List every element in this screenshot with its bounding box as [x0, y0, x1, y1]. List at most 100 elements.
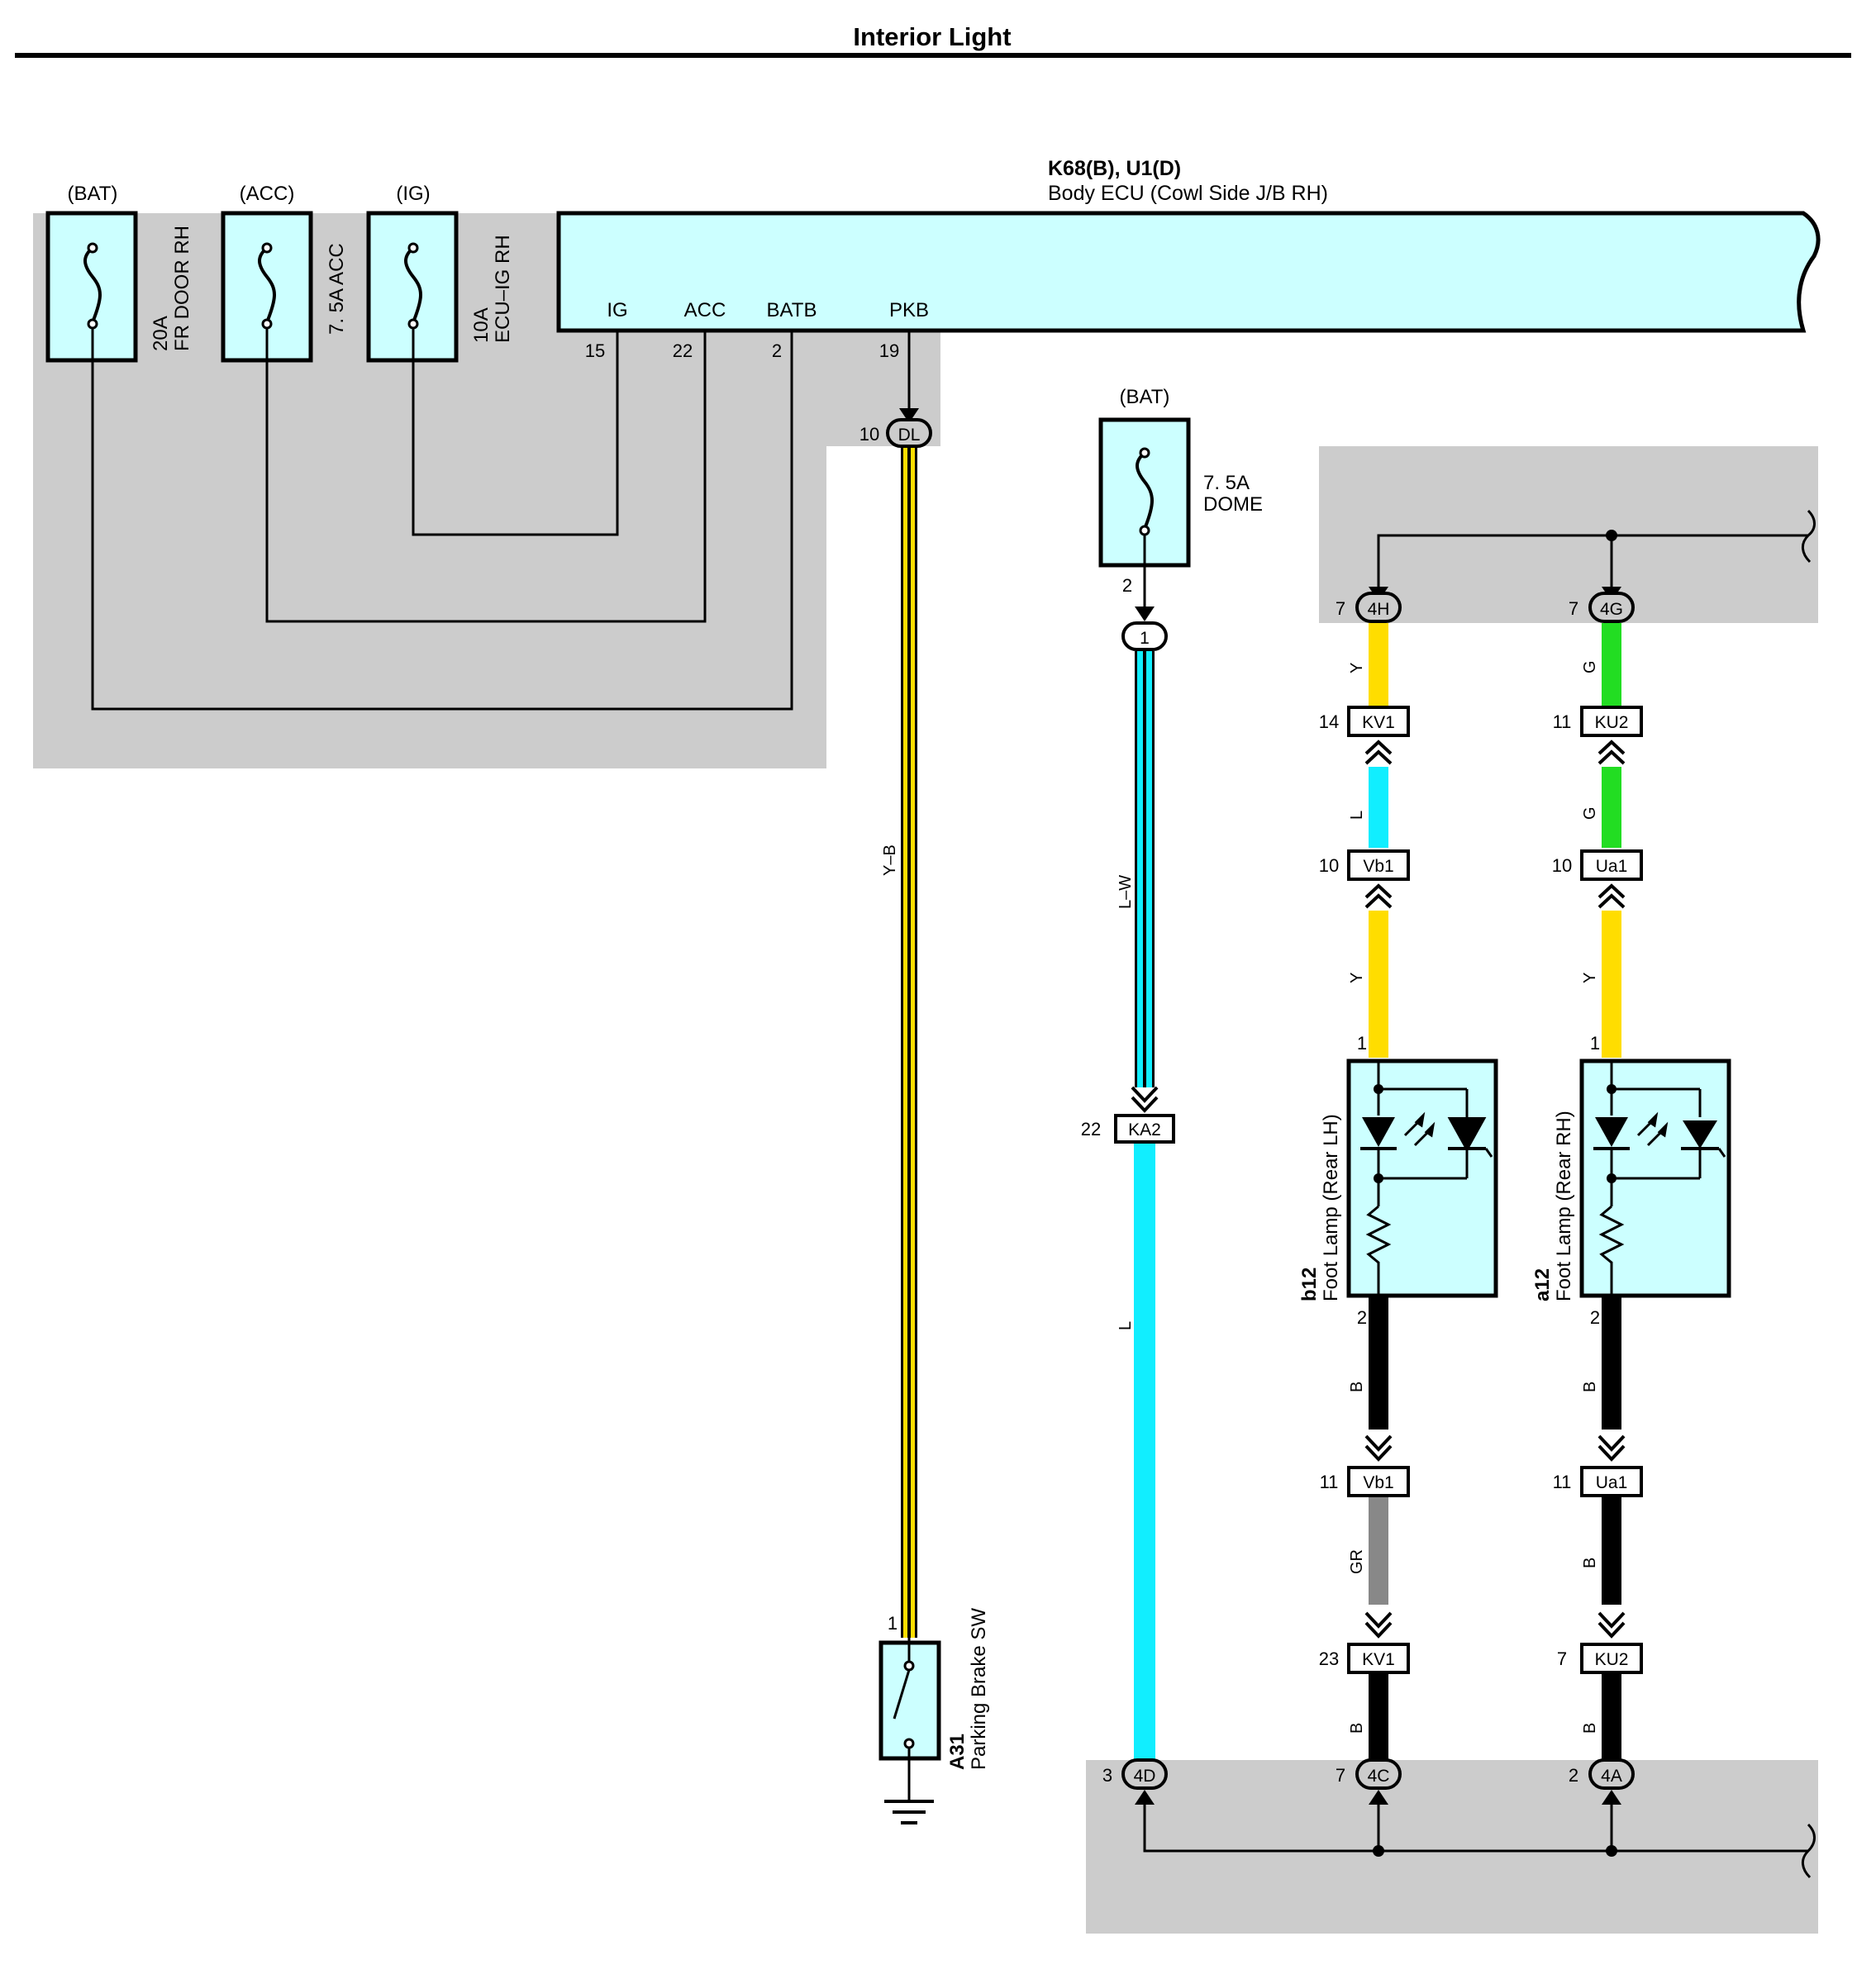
svg-text:Foot Lamp (Rear LH): Foot Lamp (Rear LH): [1320, 1114, 1342, 1301]
svg-text:b12: b12: [1298, 1268, 1321, 1301]
bottom-bus-node-4a: [1606, 1845, 1617, 1857]
svg-text:4G: 4G: [1600, 600, 1623, 619]
svg-text:11: 11: [1320, 1472, 1339, 1492]
svg-text:11: 11: [1553, 711, 1572, 732]
junction-connector-4c: 4C 7: [1336, 1758, 1402, 1790]
svg-text:3: 3: [1102, 1765, 1112, 1786]
svg-text:7: 7: [1336, 598, 1345, 619]
svg-text:23: 23: [1319, 1648, 1339, 1669]
rh-wires: G G Y B B B: [1581, 623, 1621, 1760]
svg-text:Ua1: Ua1: [1596, 1473, 1628, 1492]
ecu-pin-batb: 2: [772, 340, 782, 361]
svg-text:2: 2: [1357, 1307, 1367, 1328]
svg-text:11: 11: [1553, 1472, 1572, 1492]
svg-text:7: 7: [1569, 598, 1578, 619]
svg-text:2: 2: [1122, 575, 1132, 596]
svg-text:7. 5A: 7. 5A: [1203, 472, 1250, 494]
ecu-terminal-pkb: PKB: [889, 299, 929, 321]
ecu-name: Body ECU (Cowl Side J/B RH): [1048, 182, 1328, 205]
ecu-code: K68(B), U1(D): [1048, 157, 1181, 180]
svg-text:(ACC): (ACC): [240, 183, 295, 205]
ecu-internal-wiring: [91, 328, 911, 711]
svg-text:4H: 4H: [1368, 600, 1390, 619]
fuse-dome: (BAT) 7. 5A DOME 2: [1098, 386, 1263, 621]
foot-lamp-rear-rh: 1 a12 Foot Lamp (Rear RH) 2: [1531, 1033, 1731, 1328]
svg-text:7: 7: [1336, 1765, 1345, 1786]
svg-text:L: L: [1348, 811, 1366, 820]
svg-text:Parking Brake SW: Parking Brake SW: [968, 1608, 990, 1770]
ecu-pin-pkb: 19: [879, 340, 899, 361]
svg-text:7: 7: [1557, 1648, 1567, 1669]
svg-text:Y–B: Y–B: [881, 844, 899, 876]
junction-connector-1: 1: [1121, 621, 1168, 651]
svg-text:1: 1: [1590, 1033, 1600, 1054]
lh-wires: Y L Y B GR B: [1348, 623, 1388, 1760]
ecu-pin-acc: 22: [673, 340, 693, 361]
page-title: Interior Light: [853, 22, 1011, 51]
wire-lw: L–W: [1117, 651, 1155, 1087]
svg-text:(IG): (IG): [396, 183, 430, 205]
svg-text:B: B: [1581, 1382, 1599, 1392]
top-bus-node: [1606, 530, 1617, 541]
svg-text:4A: 4A: [1601, 1767, 1622, 1786]
svg-text:G: G: [1581, 660, 1599, 673]
svg-text:Y: Y: [1348, 663, 1366, 673]
svg-text:G: G: [1581, 806, 1599, 820]
svg-text:Vb1: Vb1: [1363, 1473, 1393, 1492]
fuse-acc: (ACC) 7. 5A ACC: [221, 183, 348, 363]
svg-text:20A: 20A: [150, 316, 172, 351]
svg-text:10: 10: [1552, 855, 1572, 876]
connector-ua1-top: Ua1 10: [1552, 849, 1643, 909]
svg-text:7. 5A ACC: 7. 5A ACC: [326, 243, 348, 335]
ka2-chevron: [1131, 1086, 1159, 1113]
svg-text:Y: Y: [1581, 973, 1599, 983]
svg-text:10: 10: [859, 424, 879, 445]
svg-text:4D: 4D: [1134, 1767, 1156, 1786]
connector-ku2-top: KU2 11: [1553, 706, 1643, 765]
fuse-fr-door-rh: (BAT) 20A FR DOOR RH: [45, 183, 193, 363]
ecu-pin-ig: 15: [585, 340, 605, 361]
arrow-4d: [1135, 1790, 1155, 1805]
connector-vb1-top: Vb1 10: [1319, 849, 1410, 909]
svg-text:2: 2: [1569, 1765, 1578, 1786]
svg-text:10A: 10A: [470, 307, 493, 343]
body-ecu-box: [556, 211, 1821, 333]
svg-text:a12: a12: [1531, 1268, 1554, 1301]
ecu-terminal-batb: BATB: [767, 299, 817, 321]
svg-text:ECU–IG RH: ECU–IG RH: [492, 235, 514, 343]
junction-connector-dl: DL 10: [859, 418, 932, 448]
bottom-bus-node-4c: [1373, 1845, 1384, 1857]
arrow-4a: [1602, 1790, 1621, 1805]
junction-connector-4g: 4G 7: [1569, 592, 1635, 623]
foot-lamp-rear-lh: 1 b12 Foot Lamp (Rear LH) 2: [1298, 1033, 1498, 1328]
junction-connector-4h: 4H 7: [1336, 592, 1402, 623]
svg-text:GR: GR: [1348, 1549, 1366, 1574]
ecu-terminal-ig: IG: [607, 299, 627, 321]
wire-yb: Y–B: [881, 448, 917, 1638]
svg-text:DOME: DOME: [1203, 493, 1263, 516]
junction-connector-4d: 4D 3: [1102, 1758, 1168, 1790]
svg-text:4C: 4C: [1368, 1767, 1390, 1786]
svg-text:10: 10: [1319, 855, 1339, 876]
svg-text:L–W: L–W: [1117, 875, 1135, 909]
svg-text:KA2: KA2: [1128, 1120, 1161, 1139]
connector-kv1-top: KV1 14: [1319, 706, 1410, 765]
svg-text:(BAT): (BAT): [68, 183, 118, 205]
title-rule: [15, 53, 1851, 58]
svg-text:B: B: [1348, 1382, 1366, 1392]
svg-text:KV1: KV1: [1362, 713, 1395, 732]
top-junction-bus: [1377, 509, 1816, 595]
wire-l: L: [1117, 1144, 1155, 1760]
connector-kv1-bottom: KV1 23: [1319, 1611, 1410, 1674]
svg-text:1: 1: [1357, 1033, 1367, 1054]
bottom-junction-bus: [1143, 1801, 1816, 1879]
svg-text:KU2: KU2: [1595, 1650, 1629, 1669]
ecu-terminal-acc: ACC: [684, 299, 726, 321]
parking-brake-switch: 1 A31 Parking Brake SW: [878, 1608, 990, 1824]
junction-block-shade-bottom: [1086, 1760, 1818, 1934]
svg-text:1: 1: [1140, 629, 1150, 648]
svg-text:1: 1: [888, 1613, 898, 1634]
connector-ua1-bottom: Ua1 11: [1553, 1434, 1643, 1497]
svg-text:14: 14: [1319, 711, 1339, 732]
